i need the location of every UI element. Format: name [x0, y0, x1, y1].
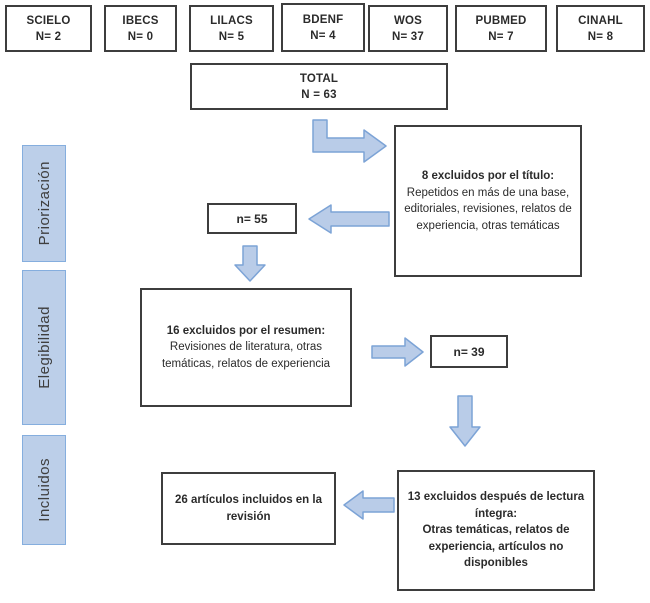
arrow-n39-to-excluded-fulltext — [449, 395, 481, 447]
arrow-excluded-fulltext-to-included — [343, 490, 395, 520]
database-count: N= 4 — [310, 29, 336, 42]
included-articles-box: 26 artículos incluidos en la revisión — [161, 472, 336, 545]
excluded-by-title-box: 8 excluidos por el título: Repetidos en … — [394, 125, 582, 277]
database-name: IBECS — [122, 14, 159, 27]
n55-value: n= 55 — [236, 211, 268, 226]
database-count: N= 5 — [218, 30, 245, 43]
included-articles-text: 26 artículos incluidos en la revisión — [175, 494, 322, 523]
database-box-cinahl: CINAHL N= 8 — [556, 5, 645, 52]
excluded-by-abstract-heading: 16 excluidos por el resumen: — [166, 324, 326, 337]
database-count: N= 2 — [35, 30, 62, 43]
database-count: N= 0 — [127, 30, 154, 43]
total-count: N = 63 — [301, 88, 337, 101]
database-box-scielo: SCIELO N= 2 — [5, 5, 92, 52]
n39-box: n= 39 — [430, 335, 508, 368]
total-label: TOTAL — [299, 72, 339, 85]
arrow-n55-to-excluded-abstract — [234, 245, 266, 282]
stage-label-text: Incluidos — [35, 458, 53, 522]
database-count: N= 8 — [587, 30, 614, 43]
arrow-excluded-title-to-n55 — [308, 204, 390, 234]
stage-label-text: Priorización — [35, 161, 53, 246]
arrow-total-to-excluded-title — [312, 119, 387, 163]
excluded-by-title-body: Repetidos en más de una base, editoriale… — [404, 186, 572, 232]
database-name: BDENF — [302, 13, 344, 26]
n39-value: n= 39 — [453, 344, 485, 359]
database-name: LILACS — [210, 14, 253, 27]
total-box: TOTAL N = 63 — [190, 63, 448, 110]
database-name: SCIELO — [26, 14, 71, 27]
database-box-ibecs: IBECS N= 0 — [104, 5, 177, 52]
n55-box: n= 55 — [207, 203, 297, 234]
excluded-after-fulltext-box: 13 excluidos después de lectura íntegra:… — [397, 470, 595, 591]
database-count: N= 37 — [391, 30, 424, 43]
excluded-after-fulltext-heading: 13 excluidos después de lectura íntegra: — [407, 491, 585, 520]
stage-label-priorizacion: Priorización — [22, 145, 66, 262]
stage-label-incluidos: Incluidos — [22, 435, 66, 545]
database-count: N= 7 — [488, 30, 514, 43]
excluded-by-title-heading: 8 excluidos por el título: — [421, 170, 555, 182]
database-name: PUBMED — [475, 14, 527, 27]
database-name: CINAHL — [578, 14, 623, 27]
excluded-after-fulltext-body: Otras temáticas, relatos de experiencia,… — [422, 524, 570, 570]
arrow-excluded-abstract-to-n39 — [371, 337, 424, 367]
database-box-bdenf: BDENF N= 4 — [281, 3, 365, 52]
database-box-lilacs: LILACS N= 5 — [189, 5, 274, 52]
stage-label-elegibilidad: Elegibilidad — [22, 270, 66, 425]
database-name: WOS — [393, 14, 423, 27]
excluded-by-abstract-body: Revisiones de literatura, otras temática… — [161, 341, 331, 370]
database-box-wos: WOS N= 37 — [368, 5, 448, 52]
stage-label-text: Elegibilidad — [35, 306, 53, 389]
excluded-by-abstract-box: 16 excluidos por el resumen: Revisiones … — [140, 288, 352, 407]
database-box-pubmed: PUBMED N= 7 — [455, 5, 547, 52]
